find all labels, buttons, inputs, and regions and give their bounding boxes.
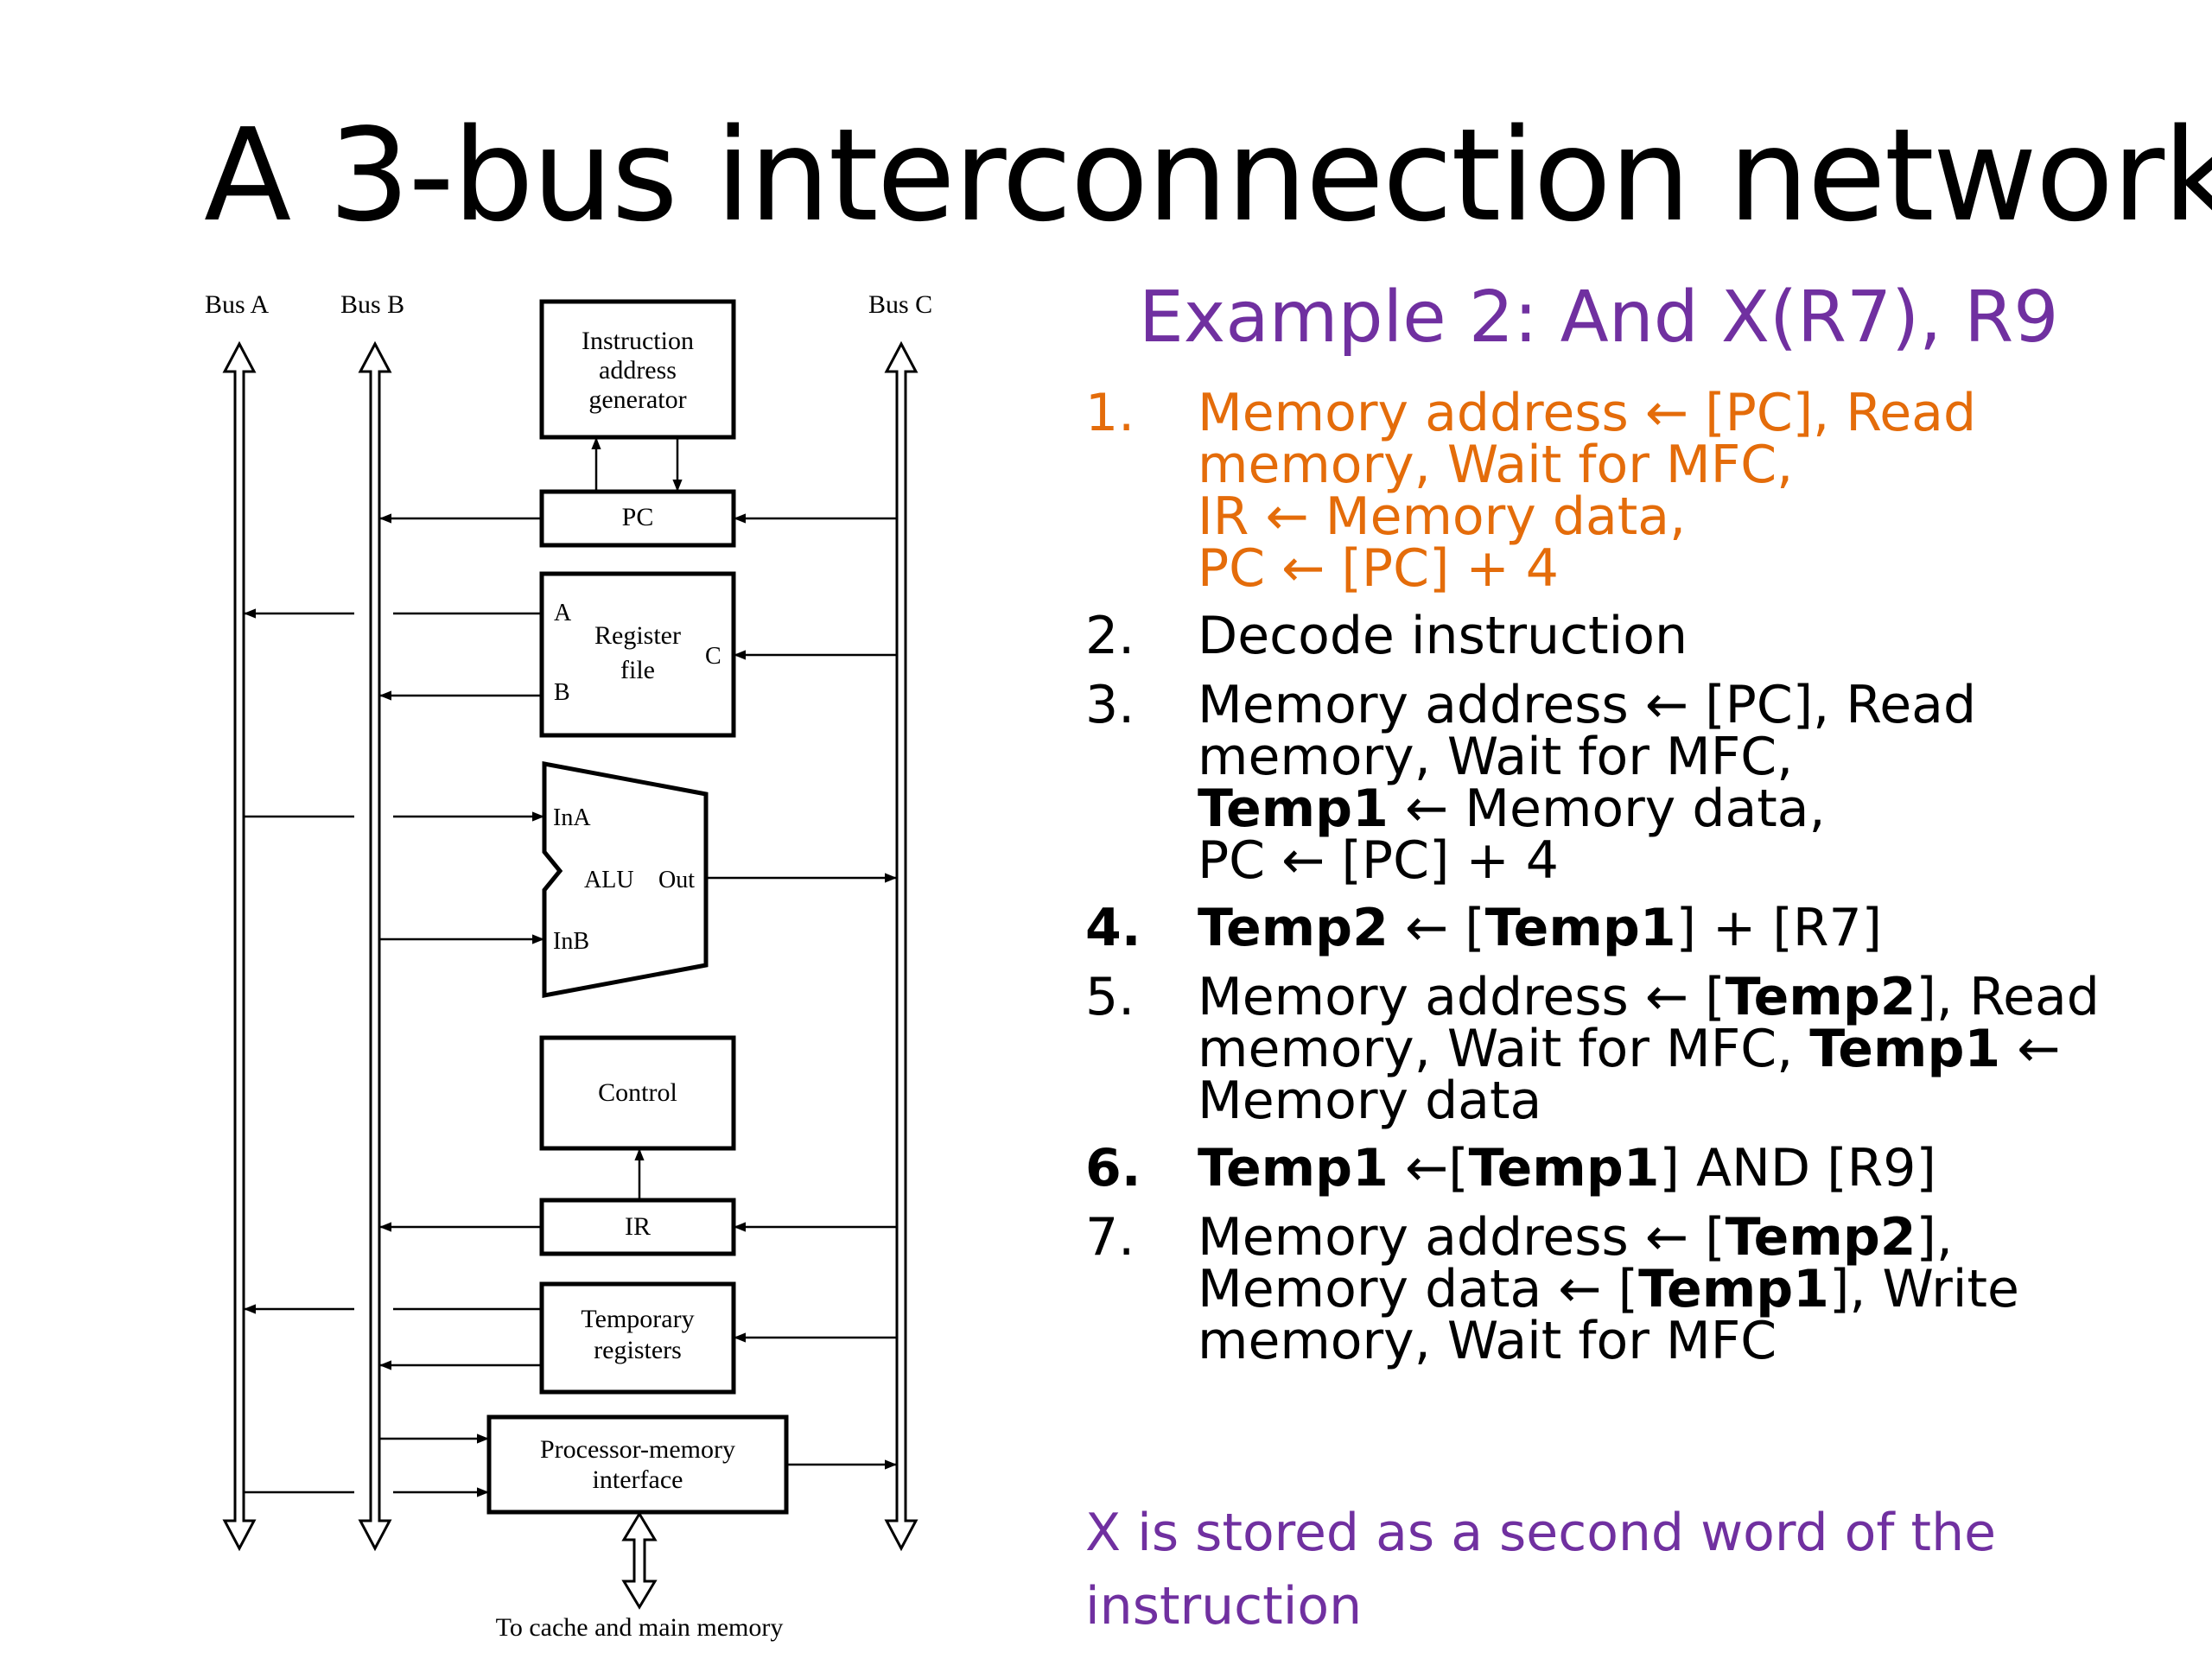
step-number: 4. bbox=[1085, 898, 1141, 958]
step-line: Memory data bbox=[1198, 1071, 1542, 1131]
step-line: Temp1 ←[Temp1] AND [R9] bbox=[1198, 1138, 1936, 1198]
example-title: Example 2: And X(R7), R9 bbox=[1139, 276, 2059, 359]
processor-memory-interface-box bbox=[486, 1414, 789, 1515]
regfile-port-b: B bbox=[554, 679, 570, 706]
control-label: Control bbox=[598, 1078, 677, 1107]
note-text: X is stored as a second word of the inst… bbox=[1085, 1497, 2200, 1643]
step-line: IR ← Memory data, bbox=[1198, 486, 1687, 547]
alu-shape bbox=[542, 760, 709, 999]
note-line-2: instruction bbox=[1085, 1576, 1363, 1637]
pc-box bbox=[539, 489, 736, 548]
note-line-1: X is stored as a second word of the bbox=[1085, 1503, 1997, 1563]
alu-ina-label: InA bbox=[553, 804, 591, 831]
temporary-registers-box bbox=[539, 1281, 736, 1395]
step-number: 1. bbox=[1085, 383, 1135, 443]
regfile-port-c: C bbox=[705, 643, 721, 670]
memory-label: To cache and main memory bbox=[496, 1613, 784, 1642]
step-number: 7. bbox=[1085, 1207, 1135, 1268]
regfile-port-a: A bbox=[554, 600, 572, 626]
bus-diagram: Bus A Bus B Bus C bbox=[205, 290, 932, 1642]
step-line: memory, Wait for MFC, bbox=[1198, 435, 1794, 495]
step-number: 6. bbox=[1085, 1138, 1141, 1198]
step-line: memory, Wait for MFC, bbox=[1198, 727, 1794, 787]
step-line: PC ← [PC] + 4 bbox=[1198, 538, 1559, 599]
pc-label: PC bbox=[622, 503, 654, 531]
bus-c-label: Bus C bbox=[868, 290, 932, 319]
temp-label-2: registers bbox=[594, 1336, 682, 1364]
pmi-label-1: Processor-memory bbox=[540, 1435, 735, 1464]
alu-name-label: ALU bbox=[584, 867, 634, 893]
step-line: Memory address ← [Temp2], Read bbox=[1198, 967, 2100, 1027]
alu-inb-label: InB bbox=[553, 928, 589, 955]
iag-label-2: address bbox=[599, 356, 677, 385]
ir-label: IR bbox=[625, 1212, 651, 1241]
iag-label-1: Instruction bbox=[582, 327, 694, 355]
iag-label-3: generator bbox=[588, 385, 686, 414]
slide-title: A 3-bus interconnection network bbox=[204, 101, 2212, 250]
step-line: Temp2 ← [Temp1] + [R7] bbox=[1198, 898, 1883, 958]
bus-a-label: Bus A bbox=[205, 290, 270, 319]
step-number: 2. bbox=[1085, 606, 1135, 666]
step-number: 3. bbox=[1085, 675, 1135, 735]
bus-c bbox=[884, 340, 918, 1552]
alu-out-label: Out bbox=[658, 867, 695, 893]
memory-connection-arrow bbox=[621, 1511, 658, 1610]
step-line: Memory address ← [Temp2], bbox=[1198, 1207, 1953, 1268]
step-line: Temp1 ← Memory data, bbox=[1198, 779, 1826, 839]
step-line: Memory data ← [Temp1], Write bbox=[1198, 1259, 2019, 1319]
bus-a bbox=[222, 340, 257, 1552]
regfile-label-1: Register bbox=[594, 621, 681, 650]
step-line: PC ← [PC] + 4 bbox=[1198, 830, 1559, 891]
step-line: Memory address ← [PC], Read bbox=[1198, 383, 1977, 443]
pmi-label-2: interface bbox=[593, 1465, 683, 1494]
step-line: memory, Wait for MFC, Temp1 ← bbox=[1198, 1019, 2061, 1079]
temp-label-1: Temporary bbox=[581, 1305, 694, 1333]
bus-b-label: Bus B bbox=[340, 290, 404, 319]
bus-b bbox=[358, 340, 392, 1552]
step-line: Memory address ← [PC], Read bbox=[1198, 675, 1977, 735]
step-line: memory, Wait for MFC bbox=[1198, 1311, 1777, 1371]
register-file-box bbox=[539, 571, 736, 738]
instruction-address-generator-box bbox=[539, 299, 736, 440]
step-line: Decode instruction bbox=[1198, 606, 1688, 666]
step-number: 5. bbox=[1085, 967, 1135, 1027]
regfile-label-2: file bbox=[620, 656, 655, 684]
